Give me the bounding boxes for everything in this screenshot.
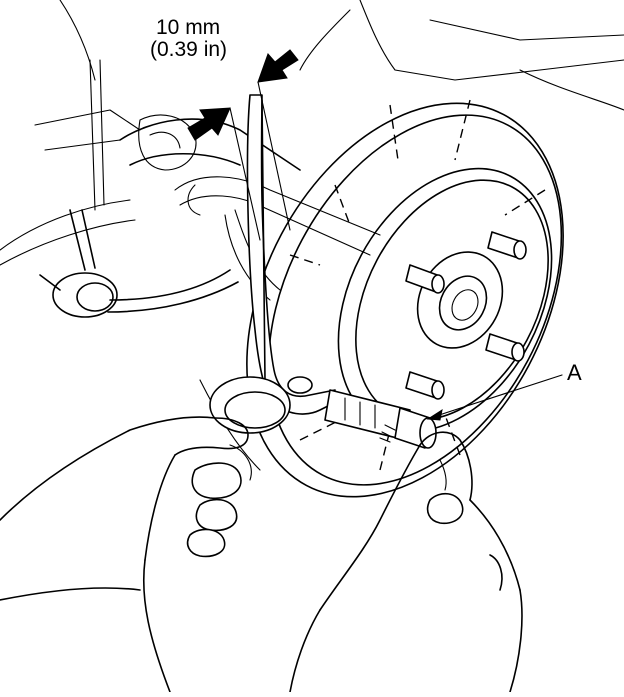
wheel-stud [405,371,445,400]
callout-a-leader [426,374,563,421]
callout-a-label: A [567,360,582,385]
thickness-arrows [187,49,299,241]
wheel-stud [485,333,525,362]
stabilizer-link [39,209,239,318]
arrow-right-icon [187,107,231,141]
right-hand [289,431,523,693]
thickness-mm-label: 10 mm [156,16,221,39]
arrow-left-icon [257,49,299,83]
thickness-in-label: (0.39 in) [150,38,228,61]
wheel-stud [487,231,527,260]
suspension-background [0,0,624,266]
left-hand [0,416,252,693]
micrometer [209,94,437,449]
wheel-stud [405,264,445,294]
wheel-studs [405,231,527,400]
